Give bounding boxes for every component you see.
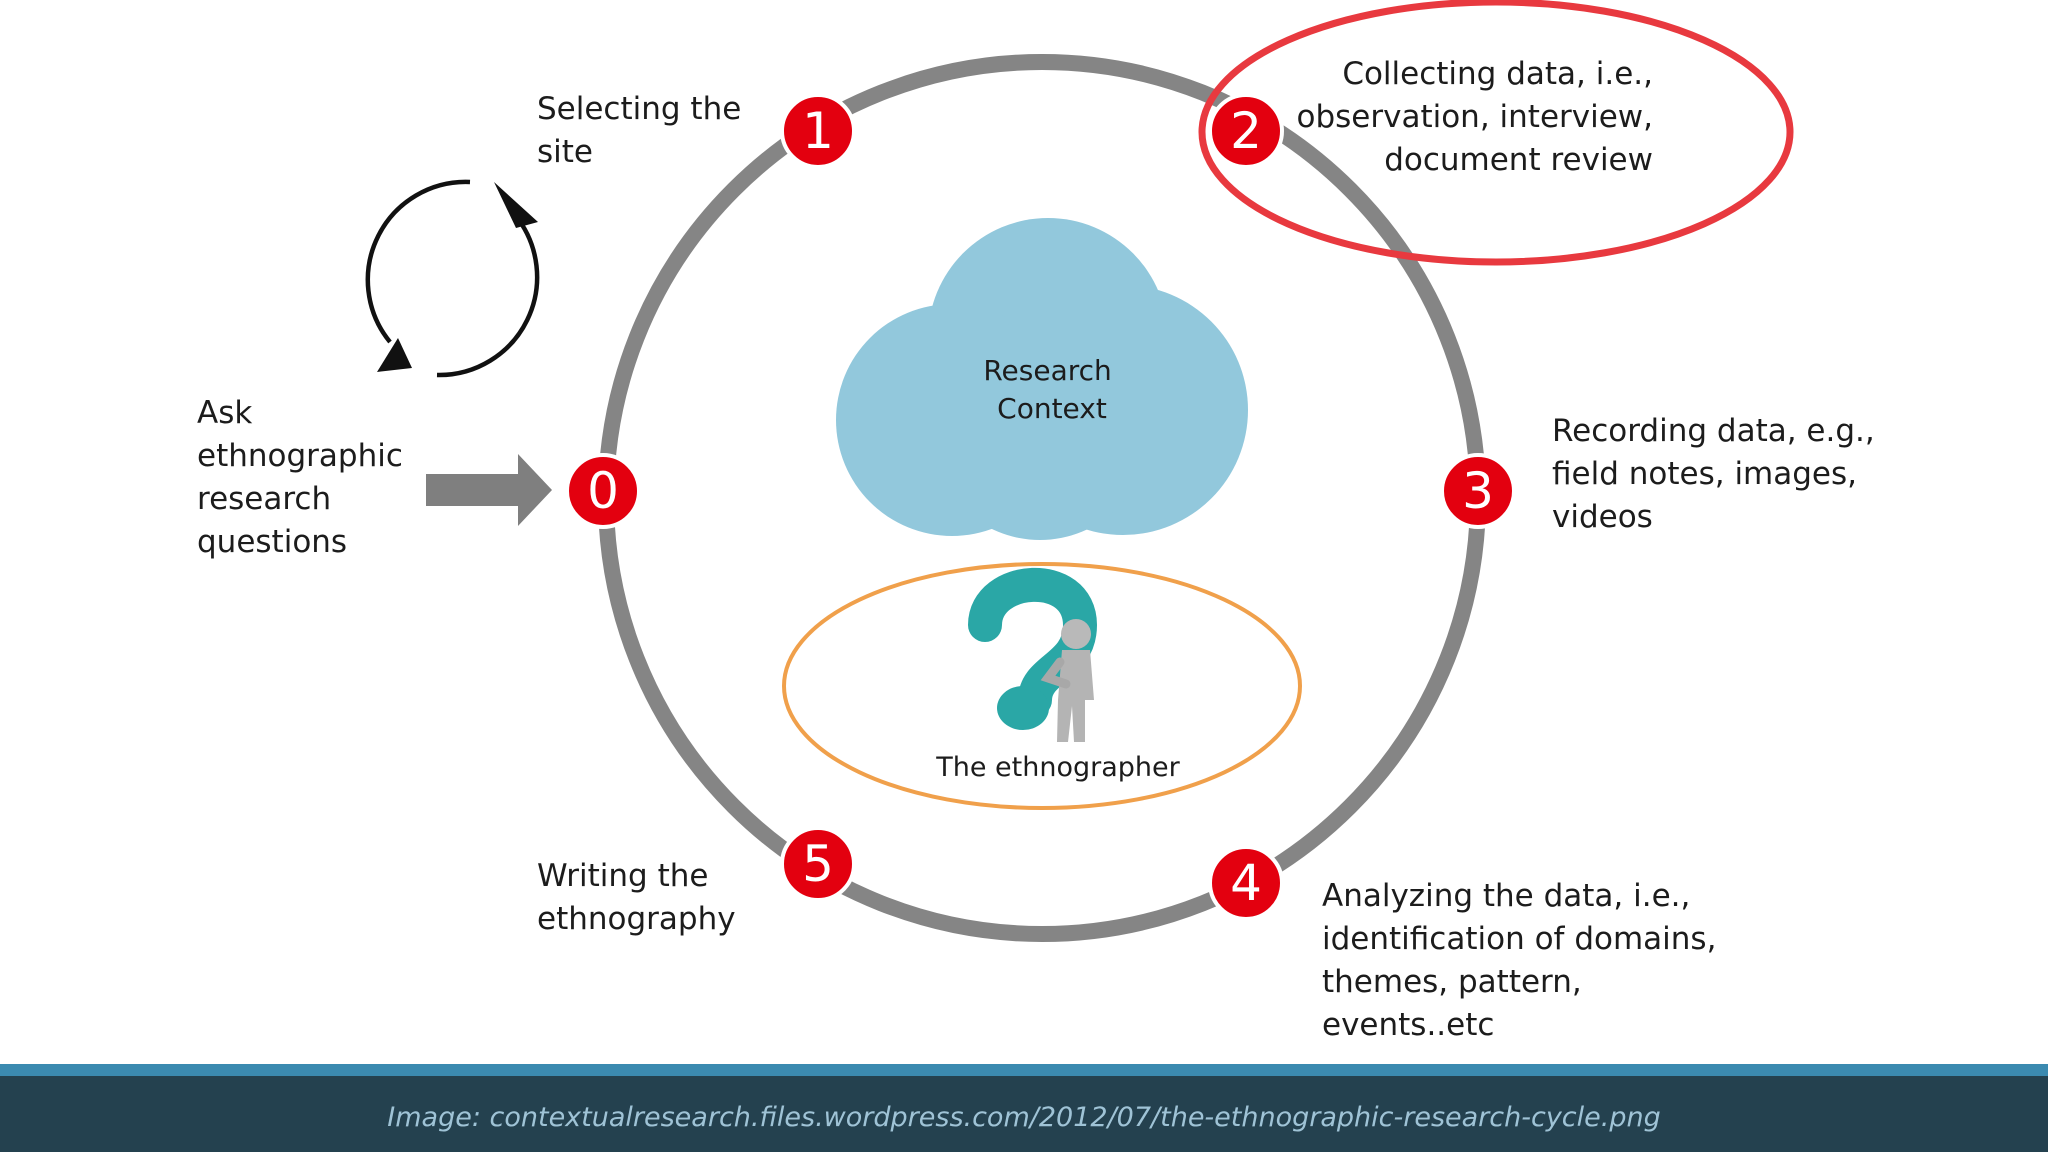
step-3-label-line: field notes, images, [1552,456,1858,492]
step-2-highlight-ellipse [1198,0,1794,266]
step-0-label-line: Ask [197,395,253,431]
ethnographic-cycle-diagram: Research Context The ethnographer 0 1 2 … [365,0,1794,942]
step-2-label-line: observation, interview, [1296,99,1653,135]
step-badge-4: 4 [1208,845,1284,921]
step-4-label-line: themes, pattern, [1322,964,1582,1000]
cloud-label: Research Context [983,354,1120,425]
step-5-label-line: Writing the [537,858,709,894]
step-badge-5: 5 [780,826,856,902]
ethnographer-ellipse [782,562,1302,810]
input-arrow-icon [426,454,552,526]
step-1-label-line: site [537,134,593,170]
step-3-label-line: videos [1552,499,1653,535]
footer-bar: Image: contextualresearch.files.wordpres… [0,1064,2048,1152]
step-1-label-line: Selecting the [537,91,742,127]
footer-accent-band [0,1064,2048,1076]
step-0-label-line: research [197,481,332,517]
step-2-label: Collecting data, i.e., observation, inte… [1280,53,1653,182]
svg-text:0: 0 [587,462,619,520]
step-0-label: Ask ethnographic research questions [197,392,403,564]
step-badge-3: 3 [1440,453,1516,529]
step-badge-1: 1 [780,93,856,169]
step-5-label-line: ethnography [537,901,736,937]
step-badge-2: 2 [1208,93,1284,169]
step-2-label-line: Collecting data, i.e., [1342,56,1653,92]
step-5-label: Writing the ethnography [537,855,736,941]
step-3-label: Recording data, e.g., field notes, image… [1552,410,1875,539]
step-0-label-line: ethnographic [197,438,403,474]
step-4-label-line: identification of domains, [1322,921,1717,957]
svg-text:1: 1 [802,102,834,160]
step-4-label: Analyzing the data, i.e., identification… [1322,875,1716,1047]
step-2-label-line: document review [1384,142,1653,178]
step-1-label: Selecting the site [537,88,741,174]
step-4-label-line: events..etc [1322,1007,1495,1043]
research-context-cloud [836,218,1248,540]
svg-text:2: 2 [1230,102,1262,160]
step-0-label-line: questions [197,524,348,560]
step-badge-0: 0 [565,453,641,529]
cycle-arrows-icon [365,179,540,378]
cloud-label-line-2: Context [997,392,1107,425]
svg-text:5: 5 [802,835,834,893]
question-mark-person-icon [968,567,1098,742]
ethnographer-label: The ethnographer [935,752,1180,783]
svg-text:4: 4 [1230,854,1262,912]
step-4-label-line: Analyzing the data, i.e., [1322,878,1691,914]
image-source-caption: Image: contextualresearch.files.wordpres… [387,1102,1661,1133]
cloud-label-line-1: Research [983,354,1111,387]
svg-text:3: 3 [1462,462,1494,520]
step-3-label-line: Recording data, e.g., [1552,413,1875,449]
